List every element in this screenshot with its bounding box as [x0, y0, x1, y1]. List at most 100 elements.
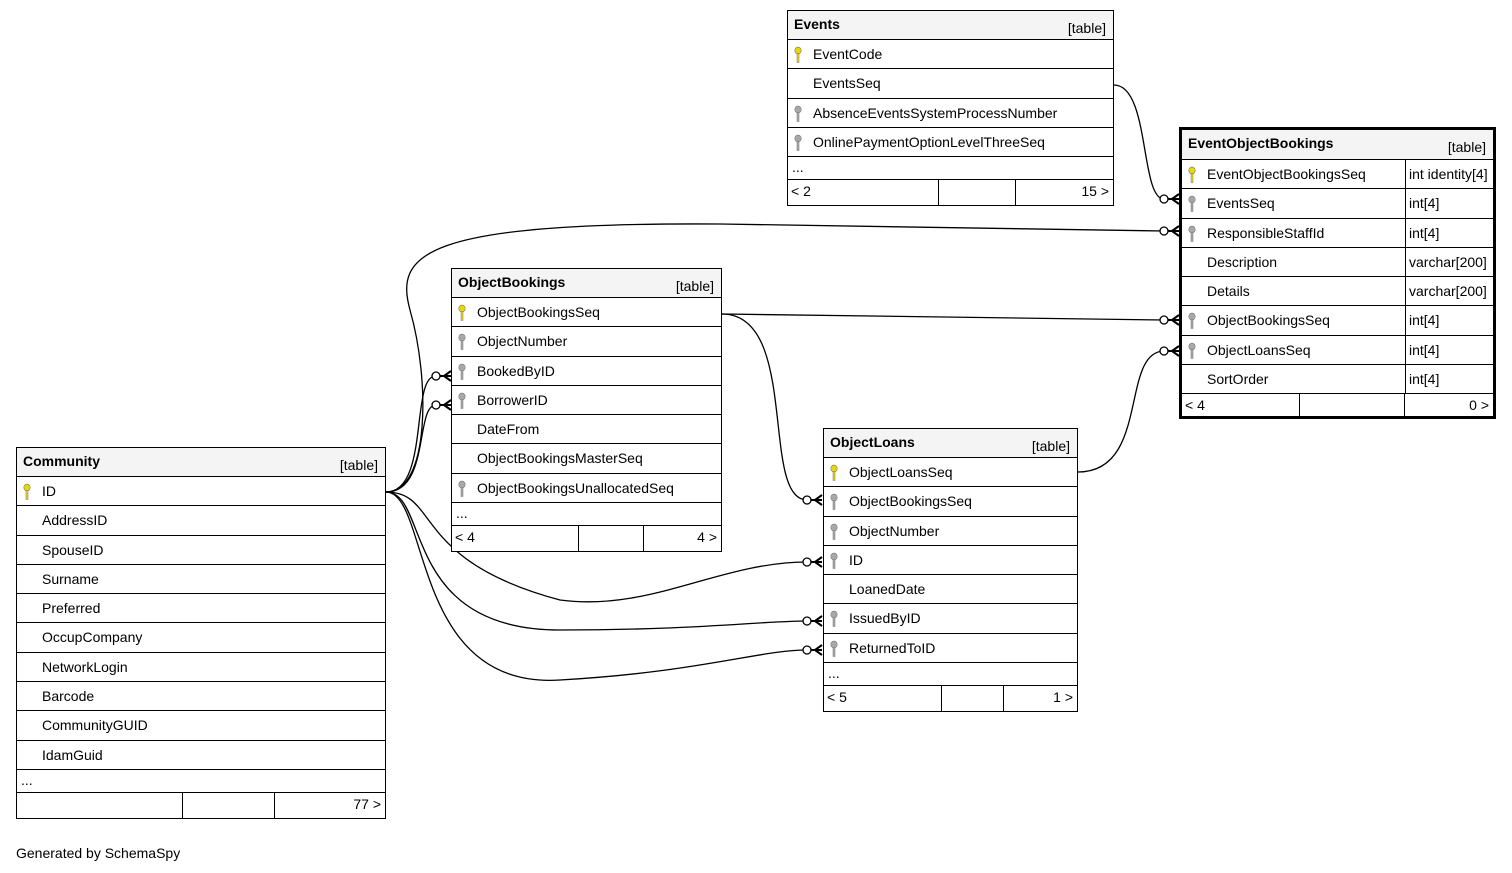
column-name[interactable]: Details — [1207, 283, 1250, 300]
column-row[interactable]: LoanedDate — [824, 575, 1077, 605]
column-row[interactable]: OnlinePaymentOptionLevelThreeSeq — [788, 128, 1113, 158]
column-row[interactable]: ID — [17, 477, 385, 507]
column-name[interactable]: NetworkLogin — [42, 658, 128, 675]
column-row[interactable]: IssuedByID — [824, 604, 1077, 634]
column-row[interactable]: OccupCompany — [17, 623, 385, 653]
column-name[interactable]: CommunityGUID — [42, 717, 148, 734]
column-row[interactable]: AddressID — [17, 506, 385, 536]
column-name[interactable]: OnlinePaymentOptionLevelThreeSeq — [813, 133, 1045, 150]
column-row[interactable]: ReturnedToID — [824, 634, 1077, 664]
column-name[interactable]: LoanedDate — [849, 581, 926, 598]
column-row[interactable]: AbsenceEventsSystemProcessNumber — [788, 99, 1113, 128]
column-name[interactable]: BookedByID — [477, 362, 555, 379]
column-name[interactable]: Surname — [42, 570, 99, 587]
column-row[interactable]: ObjectLoansSeq — [824, 458, 1077, 488]
column-name[interactable]: OccupCompany — [42, 629, 143, 646]
column-name[interactable]: ObjectBookingsUnallocatedSeq — [477, 479, 674, 496]
children-count[interactable]: 4 > — [697, 529, 717, 546]
column-type: int[4] — [1409, 312, 1440, 329]
column-name[interactable]: IssuedByID — [849, 610, 921, 627]
column-name[interactable]: ObjectNumber — [477, 333, 568, 350]
children-count[interactable]: 15 > — [1081, 183, 1109, 200]
column-row[interactable]: BorrowerID — [452, 386, 721, 416]
column-name[interactable]: ResponsibleStaffId — [1207, 224, 1325, 241]
column-row[interactable]: ObjectBookingsSeq int[4] — [1182, 306, 1493, 336]
children-count[interactable]: 77 > — [353, 795, 381, 812]
foreign-key-icon — [792, 134, 804, 152]
column-row[interactable]: ObjectBookingsSeq — [824, 487, 1077, 517]
column-row[interactable]: ObjectBookingsUnallocatedSeq — [452, 474, 721, 504]
column-row[interactable]: SpouseID — [17, 536, 385, 565]
column-row[interactable]: Barcode — [17, 682, 385, 712]
table-objectbookings[interactable]: ObjectBookings [table] ObjectBookingsSeq… — [451, 268, 722, 553]
column-row[interactable]: ObjectBookingsMasterSeq — [452, 444, 721, 474]
more-columns[interactable]: ... — [824, 663, 1077, 687]
more-columns[interactable]: ... — [788, 157, 1113, 181]
column-name[interactable]: BorrowerID — [477, 391, 548, 408]
column-name[interactable]: AddressID — [42, 512, 108, 529]
column-row[interactable]: Preferred — [17, 594, 385, 624]
column-name[interactable]: Preferred — [42, 600, 101, 617]
column-row[interactable]: BookedByID — [452, 357, 721, 386]
parents-count[interactable]: < 5 — [827, 689, 847, 706]
column-name[interactable]: EventsSeq — [813, 75, 881, 92]
column-row[interactable]: EventCode — [788, 40, 1113, 70]
children-count[interactable]: 1 > — [1053, 689, 1073, 706]
parents-count[interactable]: < 4 — [1185, 397, 1205, 414]
column-name[interactable]: Description — [1207, 253, 1278, 270]
more-columns[interactable]: ... — [17, 770, 385, 793]
column-name[interactable]: SpouseID — [42, 541, 104, 558]
more-columns[interactable]: ... — [452, 503, 721, 527]
column-name[interactable]: ID — [849, 551, 863, 568]
column-row[interactable]: ObjectNumber — [824, 517, 1077, 546]
column-row[interactable]: IdamGuid — [17, 741, 385, 770]
children-count[interactable]: 0 > — [1469, 397, 1489, 414]
table-header: Events [table] — [788, 11, 1113, 40]
column-name[interactable]: SortOrder — [1207, 371, 1269, 388]
table-name[interactable]: ObjectBookings — [458, 274, 566, 290]
column-name[interactable]: ObjectBookingsSeq — [477, 304, 600, 320]
column-name[interactable]: ObjectBookingsMasterSeq — [477, 450, 643, 467]
column-name[interactable]: ObjectLoansSeq — [849, 464, 953, 480]
column-name[interactable]: ID — [42, 483, 56, 499]
column-row[interactable]: EventsSeq — [788, 69, 1113, 99]
column-name[interactable]: EventObjectBookingsSeq — [1207, 166, 1366, 182]
table-name[interactable]: Events — [794, 16, 840, 32]
column-name[interactable]: ObjectBookingsSeq — [1207, 312, 1330, 329]
parents-count[interactable]: < 4 — [455, 529, 475, 546]
column-row[interactable]: Surname — [17, 565, 385, 595]
column-name[interactable]: ObjectNumber — [849, 522, 940, 539]
table-name[interactable]: EventObjectBookings — [1188, 135, 1334, 151]
column-name[interactable]: EventCode — [813, 46, 883, 62]
column-name[interactable]: DateFrom — [477, 421, 540, 438]
column-row[interactable]: ObjectNumber — [452, 327, 721, 357]
column-name[interactable]: ReturnedToID — [849, 639, 936, 656]
column-row[interactable]: ObjectBookingsSeq — [452, 298, 721, 328]
column-name[interactable]: ObjectBookingsSeq — [849, 493, 972, 510]
foreign-key-icon — [828, 640, 840, 658]
column-row[interactable]: ID — [824, 546, 1077, 576]
column-row[interactable]: CommunityGUID — [17, 711, 385, 741]
parents-count[interactable]: < 2 — [791, 183, 811, 200]
table-name[interactable]: ObjectLoans — [830, 434, 915, 450]
column-name[interactable]: EventsSeq — [1207, 195, 1275, 212]
column-name[interactable]: Barcode — [42, 688, 95, 705]
column-name[interactable]: IdamGuid — [42, 746, 103, 763]
table-name[interactable]: Community — [23, 453, 100, 469]
table-eventobjectbookings[interactable]: EventObjectBookings [table] EventObjectB… — [1179, 127, 1496, 420]
column-name[interactable]: ObjectLoansSeq — [1207, 341, 1311, 358]
column-name[interactable]: AbsenceEventsSystemProcessNumber — [813, 104, 1058, 121]
column-row[interactable]: NetworkLogin — [17, 653, 385, 683]
table-footer: < 4 0 > — [1182, 394, 1493, 417]
column-row[interactable]: DateFrom — [452, 415, 721, 445]
